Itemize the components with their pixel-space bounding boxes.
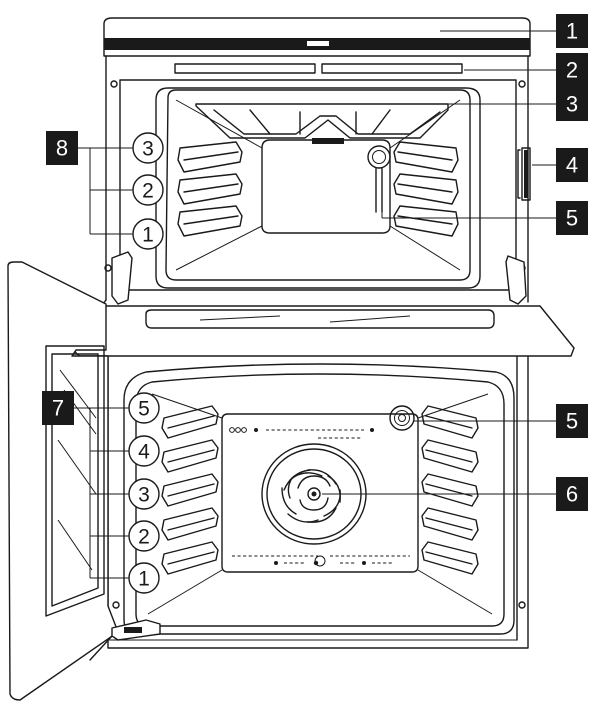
lower-level-3-label: 3 (138, 484, 150, 507)
callout-8-label: 8 (56, 136, 68, 161)
callout-5-upper: 5 (556, 201, 588, 235)
ventilation-slots (174, 63, 463, 74)
callout-5-lower: 5 (556, 404, 588, 438)
upper-oven-lamp (367, 145, 391, 213)
callout-6-label: 6 (566, 482, 578, 507)
lower-shelf-level-markers: 5 4 3 2 1 (128, 392, 160, 594)
callout-4-label: 4 (566, 153, 578, 178)
lower-oven-cavity (123, 363, 515, 635)
lower-right-shelf-runners (421, 405, 479, 575)
callout-5-lower-label: 5 (566, 409, 578, 434)
lower-level-4-label: 4 (138, 441, 150, 464)
callout-2: 2 (556, 53, 588, 87)
lower-level-1-label: 1 (138, 568, 150, 591)
door-handle (72, 305, 575, 357)
callout-7-label: 7 (52, 396, 64, 421)
upper-shelf-level-markers: 3 2 1 (132, 132, 164, 250)
leader-lines (74, 30, 556, 579)
callout-7: 7 (42, 391, 74, 425)
open-oven-door (7, 261, 161, 701)
upper-door-hinges (111, 251, 527, 305)
lower-level-5-label: 5 (138, 398, 150, 421)
door-latch (517, 147, 531, 201)
upper-level-1-label: 1 (142, 224, 154, 247)
back-wall-perforations (229, 427, 410, 567)
callout-8: 8 (46, 131, 78, 165)
control-panel (103, 17, 531, 57)
upper-left-shelf-runners (177, 141, 243, 237)
callout-3-label: 3 (566, 92, 578, 117)
lower-left-shelf-runners (161, 405, 219, 575)
lower-level-2-label: 2 (138, 526, 150, 549)
upper-level-3-label: 3 (142, 138, 154, 161)
lower-oven-lamp (389, 405, 415, 431)
callout-4: 4 (556, 148, 588, 182)
callout-6: 6 (556, 477, 588, 511)
callout-1-label: 1 (566, 19, 578, 44)
grill-element (195, 103, 449, 144)
callout-3: 3 (556, 87, 588, 121)
callout-5-upper-label: 5 (566, 206, 578, 231)
upper-oven-cavity (119, 79, 517, 291)
upper-level-2-label: 2 (142, 180, 154, 203)
upper-right-shelf-runners (393, 141, 459, 237)
callout-1: 1 (556, 14, 588, 48)
callout-2-label: 2 (566, 58, 578, 83)
